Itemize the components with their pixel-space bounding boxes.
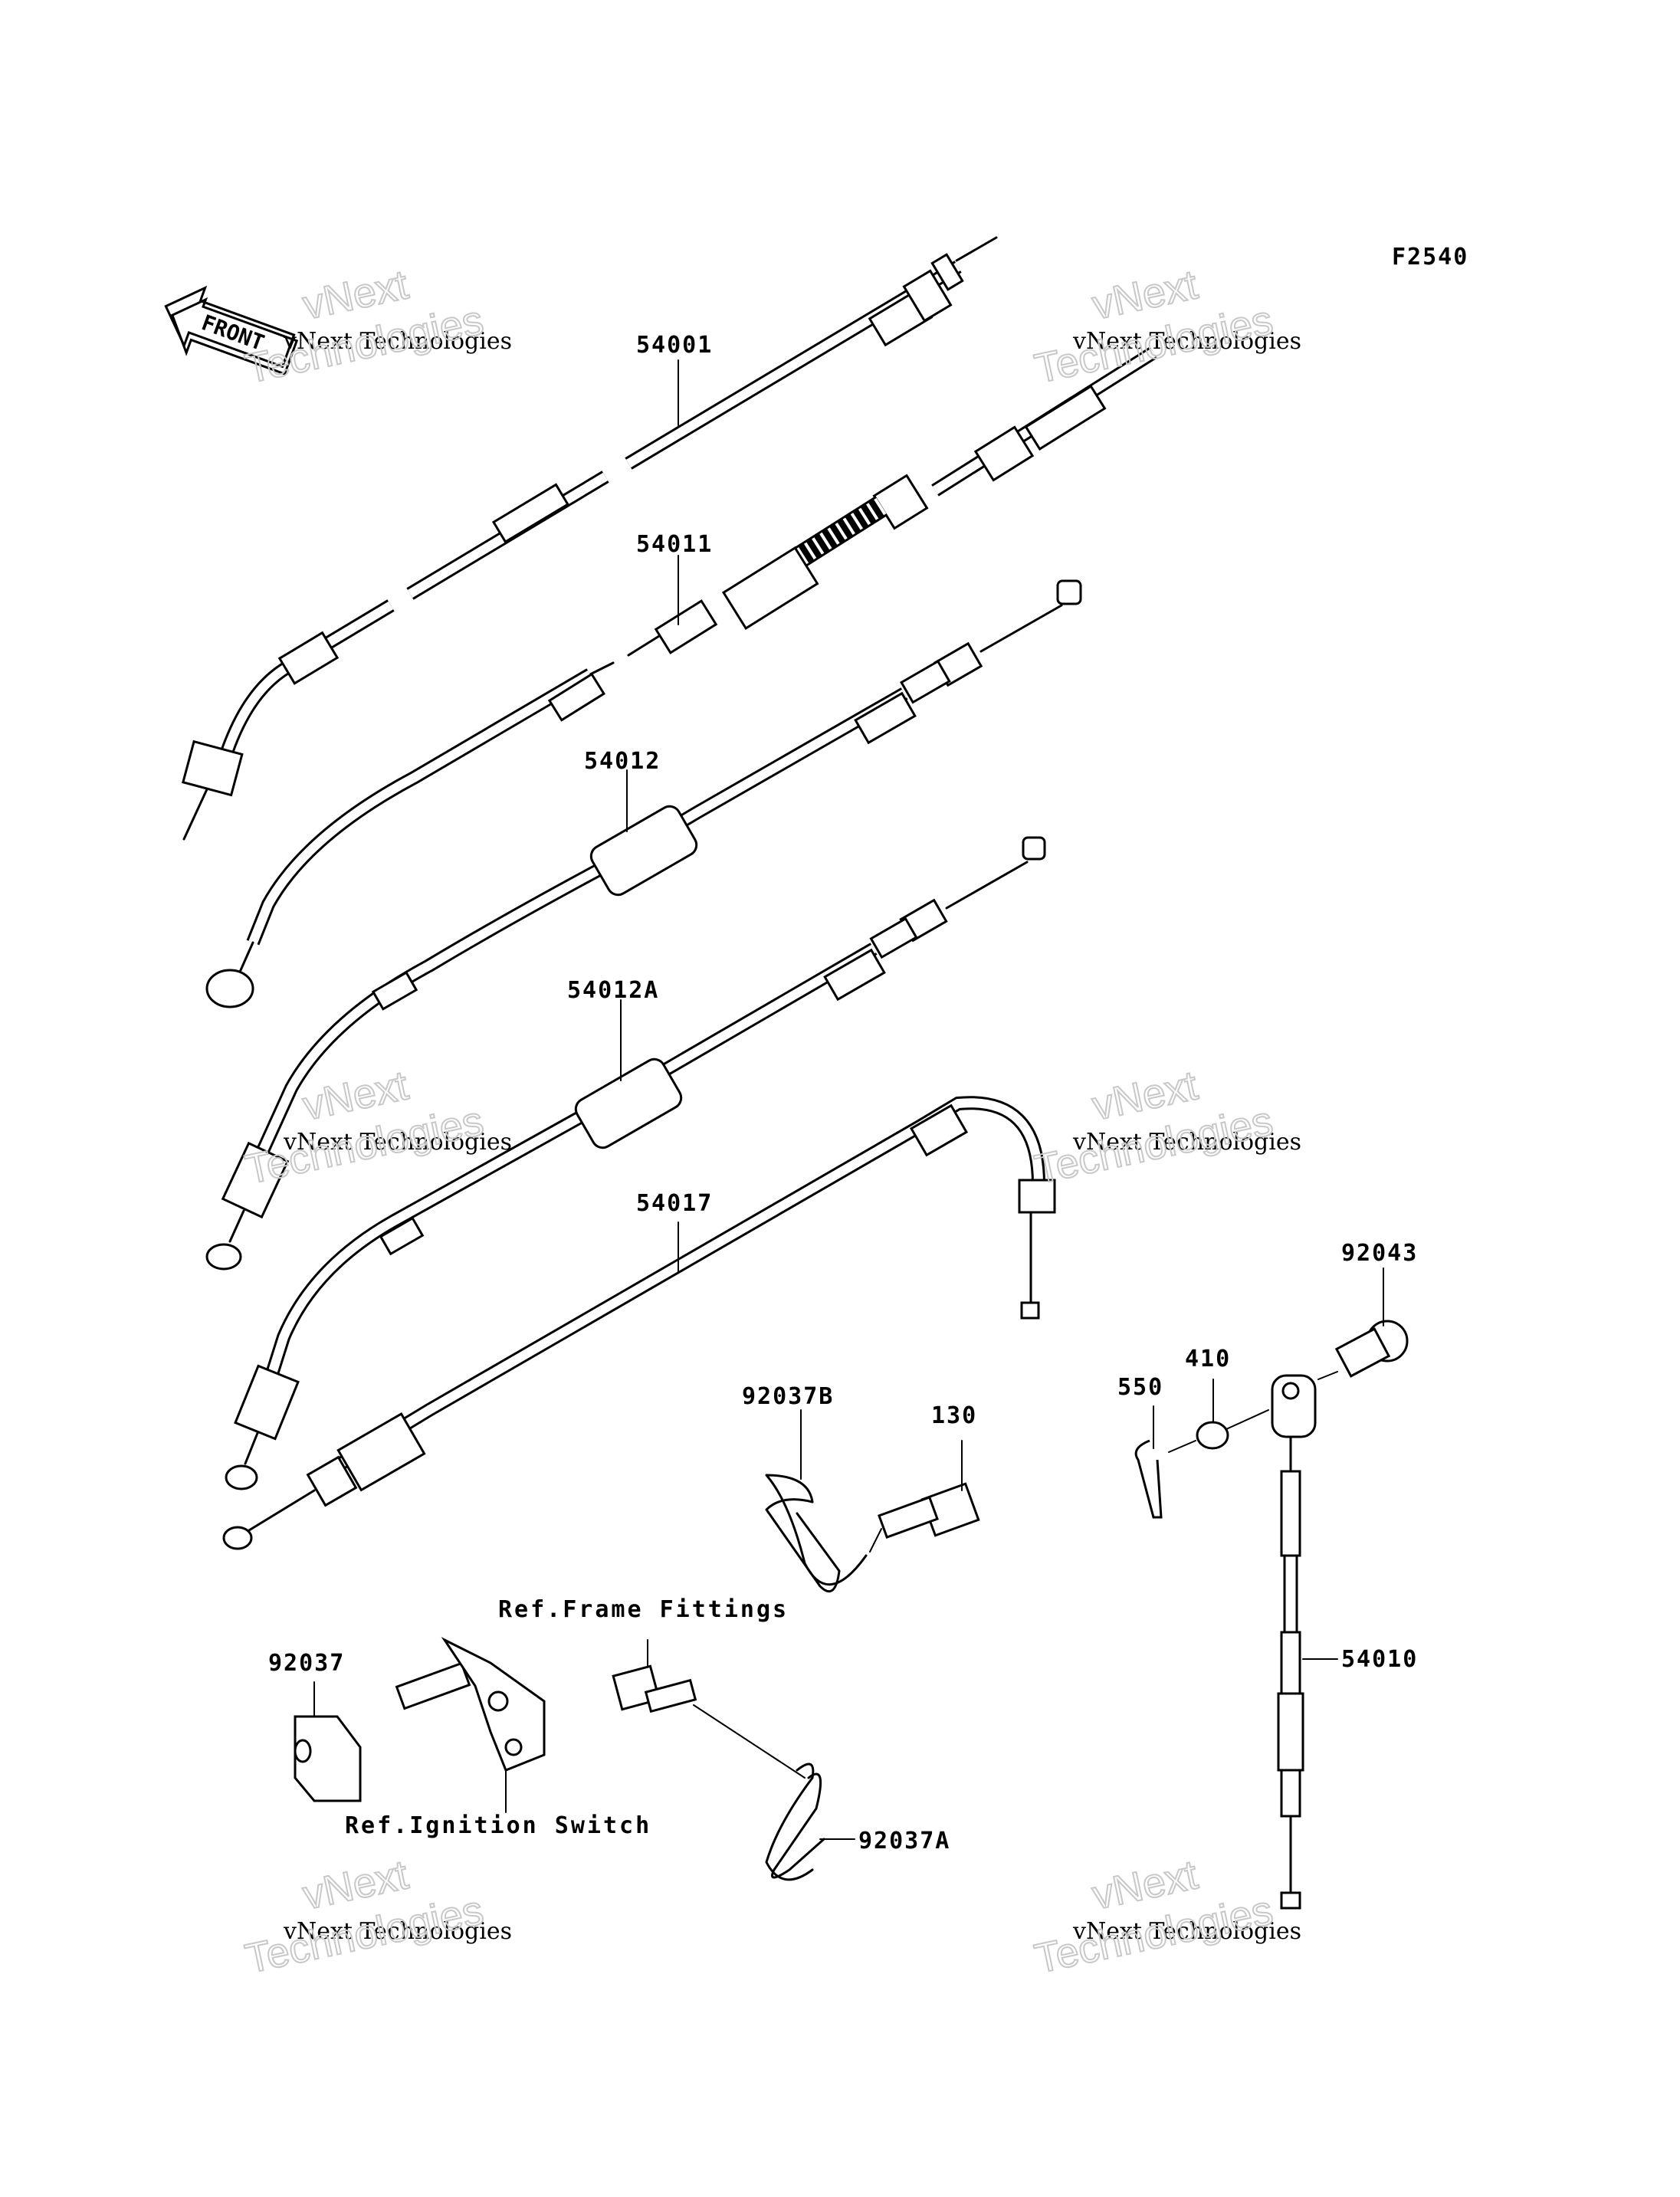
label-92037a: 92037A bbox=[858, 1828, 950, 1854]
watermark-bottom-right: vNext Technologies vNext Technologies bbox=[1030, 1851, 1301, 1982]
label-ref-frame-fittings: Ref.Frame Fittings bbox=[498, 1596, 789, 1623]
clamp-92037b bbox=[765, 1474, 868, 1593]
label-ref-ignition-switch: Ref.Ignition Switch bbox=[345, 1812, 651, 1839]
cable-54011 bbox=[205, 346, 1157, 1008]
watermark-top-right: vNext Technologies vNext Technologies bbox=[1030, 261, 1301, 392]
label-54001: 54001 bbox=[636, 332, 713, 359]
cable-54010-assembly bbox=[1134, 1320, 1409, 1910]
label-92037: 92037 bbox=[268, 1650, 345, 1677]
label-92037b: 92037B bbox=[742, 1383, 834, 1410]
watermark-top-left: vNext Technologies vNext Technologies bbox=[241, 261, 512, 392]
bolt-130 bbox=[869, 1482, 980, 1553]
bracket-ignition bbox=[395, 1637, 546, 1772]
leader-lines bbox=[313, 359, 1384, 1840]
cable-54017 bbox=[222, 1096, 1056, 1550]
cable-54001 bbox=[182, 236, 998, 841]
cable-54012a bbox=[225, 836, 1046, 1490]
label-54012a: 54012A bbox=[567, 977, 659, 1004]
label-54010: 54010 bbox=[1341, 1646, 1418, 1673]
watermark-bottom-left: vNext Technologies vNext Technologies bbox=[241, 1851, 512, 1982]
label-54011: 54011 bbox=[636, 531, 713, 558]
label-92043: 92043 bbox=[1341, 1240, 1418, 1267]
svg-text:vNext Technologies: vNext Technologies bbox=[283, 328, 512, 355]
clamp-92037a bbox=[765, 1763, 825, 1881]
svg-text:vNext Technologies: vNext Technologies bbox=[1072, 328, 1301, 355]
clamp-92037 bbox=[294, 1715, 362, 1802]
svg-text:vNext Technologies: vNext Technologies bbox=[283, 1918, 512, 1945]
label-550: 550 bbox=[1117, 1374, 1163, 1401]
label-410: 410 bbox=[1185, 1346, 1231, 1372]
label-54012: 54012 bbox=[584, 748, 661, 775]
cable-54012 bbox=[205, 579, 1082, 1271]
svg-text:vNext Technologies: vNext Technologies bbox=[1072, 1129, 1301, 1156]
svg-text:vNext Technologies: vNext Technologies bbox=[1072, 1918, 1301, 1945]
diagram-code: F2540 bbox=[1392, 244, 1468, 271]
watermark-mid-right: vNext Technologies vNext Technologies bbox=[1030, 1061, 1301, 1193]
bolt-ref-frame bbox=[612, 1664, 806, 1779]
svg-text:vNext Technologies: vNext Technologies bbox=[283, 1129, 512, 1156]
label-54017: 54017 bbox=[636, 1190, 713, 1217]
label-130: 130 bbox=[931, 1402, 977, 1429]
